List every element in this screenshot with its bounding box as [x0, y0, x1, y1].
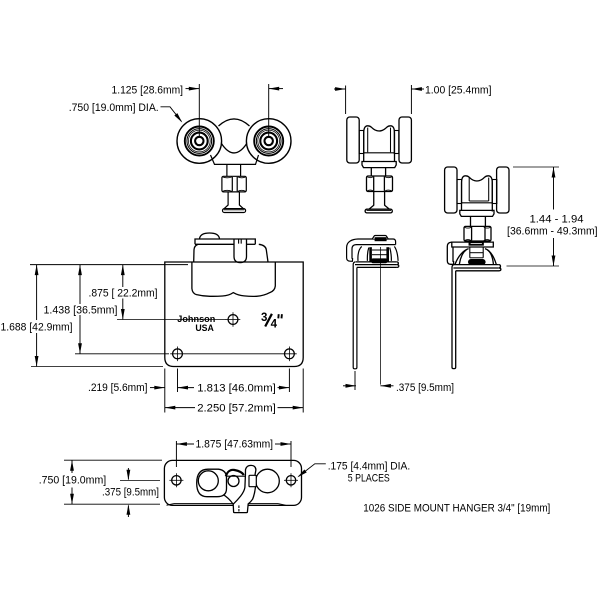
svg-text:1.00 [25.4mm]: 1.00 [25.4mm]	[425, 84, 492, 96]
svg-text:[36.6mm - 49.3mm]: [36.6mm - 49.3mm]	[507, 226, 598, 238]
svg-text:.750 [19.0mm] DIA.: .750 [19.0mm] DIA.	[69, 102, 159, 114]
svg-text:.375 [9.5mm]: .375 [9.5mm]	[102, 486, 159, 498]
svg-text:4: 4	[271, 318, 278, 330]
svg-text:.219 [5.6mm]: .219 [5.6mm]	[88, 382, 148, 394]
svg-text:.875 [ 22.2mm]: .875 [ 22.2mm]	[89, 287, 158, 299]
svg-text:1026 SIDE MOUNT HANGER 3/4" [1: 1026 SIDE MOUNT HANGER 3/4" [19mm]	[363, 502, 550, 514]
svg-text:.750 [19.0mm]: .750 [19.0mm]	[39, 475, 107, 487]
svg-text:1.688 [42.9mm]: 1.688 [42.9mm]	[1, 321, 73, 333]
svg-text:Johnson: Johnson	[177, 314, 215, 324]
svg-text:1.438 [36.5mm]: 1.438 [36.5mm]	[44, 305, 118, 317]
svg-text:USA: USA	[195, 323, 214, 333]
svg-text:1.125 [28.6mm]: 1.125 [28.6mm]	[112, 84, 184, 96]
svg-text:1.44 - 1.94: 1.44 - 1.94	[530, 214, 584, 226]
svg-text:3: 3	[261, 312, 267, 324]
svg-text:1.813 [46.0mm]: 1.813 [46.0mm]	[197, 382, 276, 394]
svg-text:2.250 [57.2mm]: 2.250 [57.2mm]	[197, 402, 276, 414]
svg-text:5 PLACES: 5 PLACES	[348, 473, 390, 485]
svg-text:.375 [9.5mm]: .375 [9.5mm]	[396, 382, 454, 394]
svg-text:.175 [4.4mm] DIA.: .175 [4.4mm] DIA.	[328, 460, 411, 472]
svg-text:1.875 [47.63mm]: 1.875 [47.63mm]	[196, 439, 274, 451]
